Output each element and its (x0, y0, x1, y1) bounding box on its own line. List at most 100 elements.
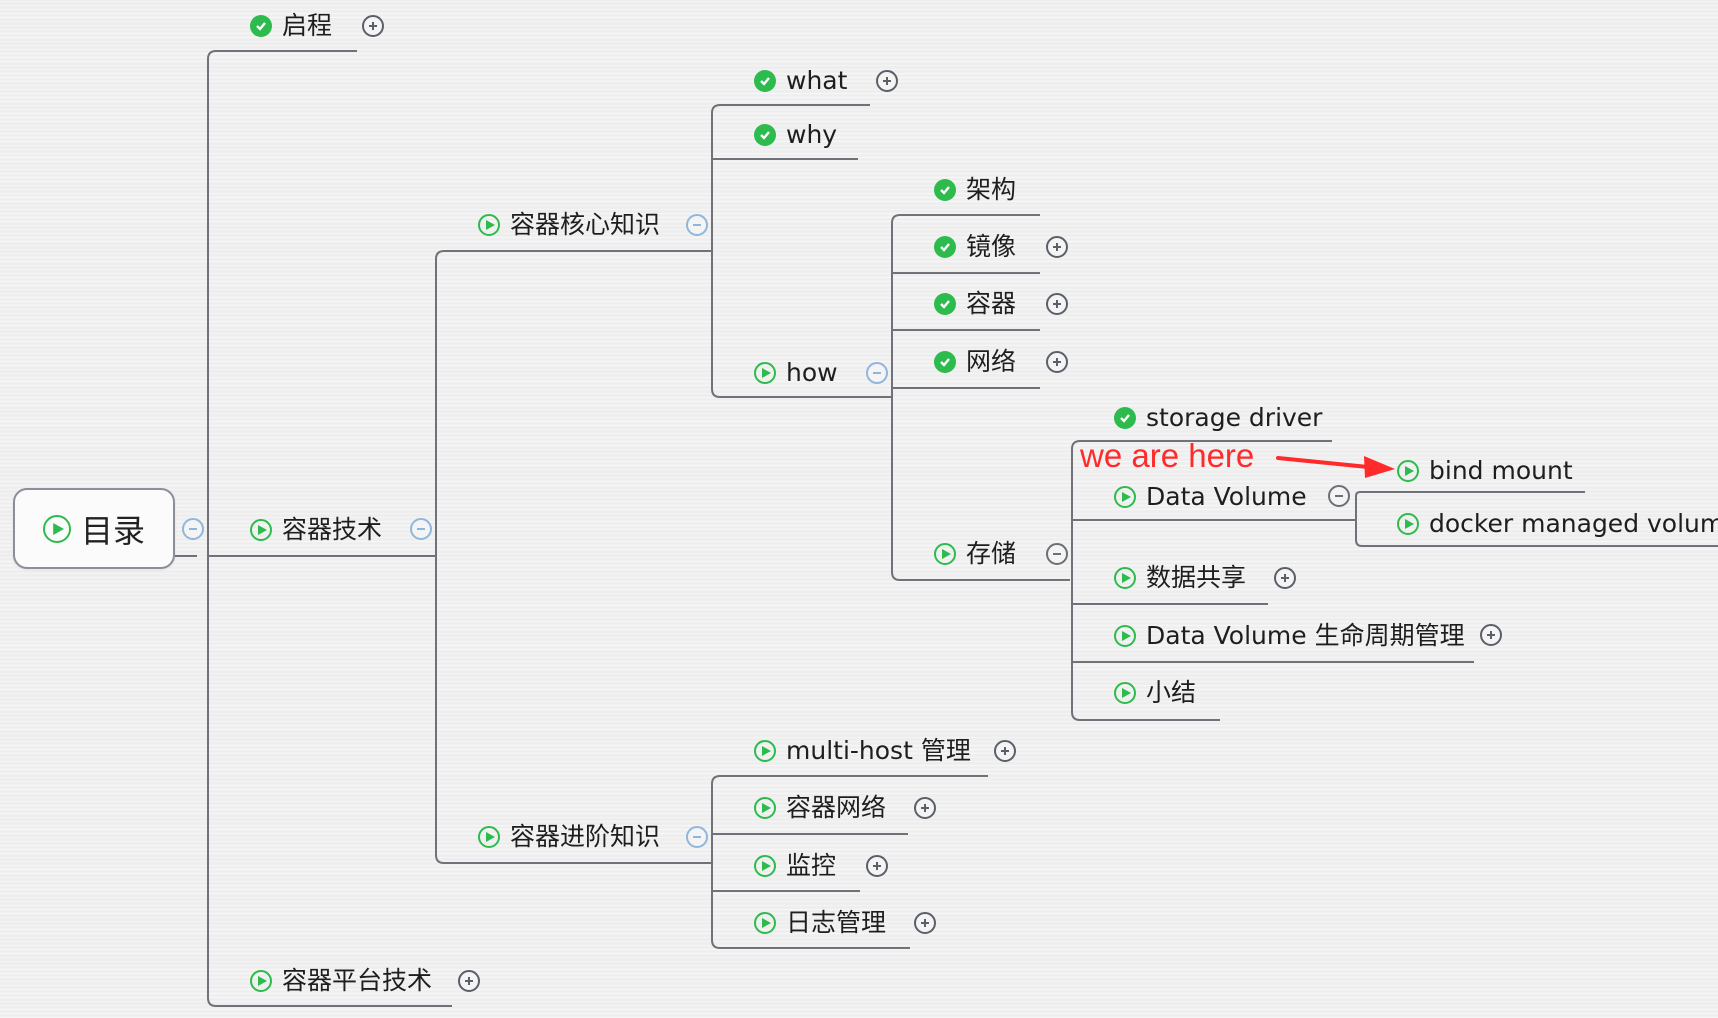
node-qicheng[interactable]: 启程 (250, 10, 332, 42)
task-play-icon (754, 797, 776, 819)
node-rongqi-wangluo[interactable]: 容器网络 (754, 792, 886, 824)
node-docker-managed-volume[interactable]: docker managed volume (1397, 508, 1718, 540)
minus-icon (693, 836, 701, 838)
node-storage-driver[interactable]: storage driver (1114, 402, 1322, 434)
collapse-rongqi-jishu-toggle[interactable] (410, 518, 432, 540)
expand-jiankong-toggle[interactable] (866, 855, 888, 877)
node-jiankong[interactable]: 监控 (754, 850, 836, 882)
node-xiaojie[interactable]: 小结 (1114, 677, 1196, 709)
node-label: Data Volume 生命周期管理 (1146, 621, 1465, 650)
node-label: what (786, 66, 848, 95)
task-play-icon (754, 362, 776, 384)
expand-qicheng-toggle[interactable] (362, 15, 384, 37)
expand-pingtai-jishu-toggle[interactable] (458, 970, 480, 992)
node-label: 启程 (282, 11, 333, 40)
node-jinjie-zhishi[interactable]: 容器进阶知识 (478, 821, 660, 853)
node-rongqi-jishu[interactable]: 容器技术 (250, 514, 382, 546)
minus-icon (693, 224, 701, 226)
minus-icon (873, 372, 881, 374)
node-label: docker managed volume (1429, 509, 1718, 538)
node-label: 容器平台技术 (282, 966, 433, 995)
node-label: Data Volume (1146, 482, 1307, 511)
task-play-icon (754, 855, 776, 877)
node-shuju-gongxiang[interactable]: 数据共享 (1114, 562, 1246, 594)
node-multi-host[interactable]: multi-host 管理 (754, 735, 971, 767)
collapse-jinjie-zhishi-toggle[interactable] (686, 826, 708, 848)
node-label: 容器网络 (786, 793, 887, 822)
plus-icon (1001, 747, 1009, 755)
node-label: 容器进阶知识 (510, 822, 661, 851)
expand-dv-lifecycle-toggle[interactable] (1480, 624, 1502, 646)
task-play-icon (1114, 486, 1136, 508)
task-play-icon (754, 912, 776, 934)
node-label: 容器核心知识 (510, 210, 661, 239)
task-play-icon (478, 214, 500, 236)
collapse-hexin-zhishi-toggle[interactable] (686, 214, 708, 236)
node-data-volume[interactable]: Data Volume (1114, 481, 1307, 513)
node-jiagou[interactable]: 架构 (934, 174, 1016, 206)
expand-jingxiang-toggle[interactable] (1046, 236, 1068, 258)
task-play-icon (754, 740, 776, 762)
checkmark-icon (934, 179, 956, 201)
checkmark-icon (934, 293, 956, 315)
node-label: 容器技术 (282, 515, 383, 544)
task-play-icon (934, 543, 956, 565)
task-play-icon (1397, 513, 1419, 535)
node-label: 架构 (966, 175, 1017, 204)
expand-rongqi-toggle[interactable] (1046, 293, 1068, 315)
collapse-root-toggle[interactable] (182, 518, 204, 540)
checkmark-icon (934, 351, 956, 373)
node-rongqi[interactable]: 容器 (934, 288, 1016, 320)
root-node[interactable]: 目录 (13, 488, 175, 569)
minus-icon (1053, 553, 1061, 555)
task-play-icon (250, 970, 272, 992)
plus-icon (921, 804, 929, 812)
node-why[interactable]: why (754, 119, 837, 151)
node-label: 日志管理 (786, 908, 887, 937)
node-what[interactable]: what (754, 65, 847, 97)
node-rizhi[interactable]: 日志管理 (754, 907, 886, 939)
task-play-icon (478, 826, 500, 848)
plus-icon (465, 977, 473, 985)
task-play-icon (1397, 460, 1419, 482)
node-cunchu[interactable]: 存储 (934, 538, 1016, 570)
collapse-cunchu-toggle[interactable] (1046, 543, 1068, 565)
node-how[interactable]: how (754, 357, 838, 389)
node-pingtai-jishu[interactable]: 容器平台技术 (250, 965, 432, 997)
plus-icon (921, 919, 929, 927)
plus-icon (1053, 300, 1061, 308)
checkmark-icon (754, 70, 776, 92)
node-label: 数据共享 (1146, 563, 1247, 592)
node-label: 小结 (1146, 678, 1197, 707)
expand-shuju-gongxiang-toggle[interactable] (1274, 567, 1296, 589)
checkmark-icon (934, 236, 956, 258)
plus-icon (1487, 631, 1495, 639)
node-hexin-zhishi[interactable]: 容器核心知识 (478, 209, 660, 241)
node-label: how (786, 358, 838, 387)
expand-rizhi-toggle[interactable] (914, 912, 936, 934)
expand-wangluo-toggle[interactable] (1046, 351, 1068, 373)
expand-what-toggle[interactable] (876, 70, 898, 92)
node-label: bind mount (1429, 456, 1573, 485)
collapse-data-volume-toggle[interactable] (1328, 485, 1350, 507)
checkmark-icon (754, 124, 776, 146)
node-wangluo[interactable]: 网络 (934, 346, 1016, 378)
task-play-icon (1114, 567, 1136, 589)
node-label: 容器 (966, 289, 1017, 318)
plus-icon (369, 22, 377, 30)
node-dv-lifecycle[interactable]: Data Volume 生命周期管理 (1114, 620, 1465, 652)
node-label: storage driver (1146, 403, 1323, 432)
expand-multi-host-toggle[interactable] (994, 740, 1016, 762)
node-label: 镜像 (966, 232, 1017, 261)
root-label: 目录 (80, 511, 145, 550)
expand-rongqi-wangluo-toggle[interactable] (914, 797, 936, 819)
annotation-arrow (1276, 456, 1395, 478)
checkmark-icon (1114, 407, 1136, 429)
node-jingxiang[interactable]: 镜像 (934, 231, 1016, 263)
node-label: 监控 (786, 851, 837, 880)
node-bind-mount[interactable]: bind mount (1397, 455, 1573, 487)
node-label: multi-host 管理 (786, 736, 971, 765)
collapse-how-toggle[interactable] (866, 362, 888, 384)
annotation-text: we are here (1080, 437, 1255, 474)
